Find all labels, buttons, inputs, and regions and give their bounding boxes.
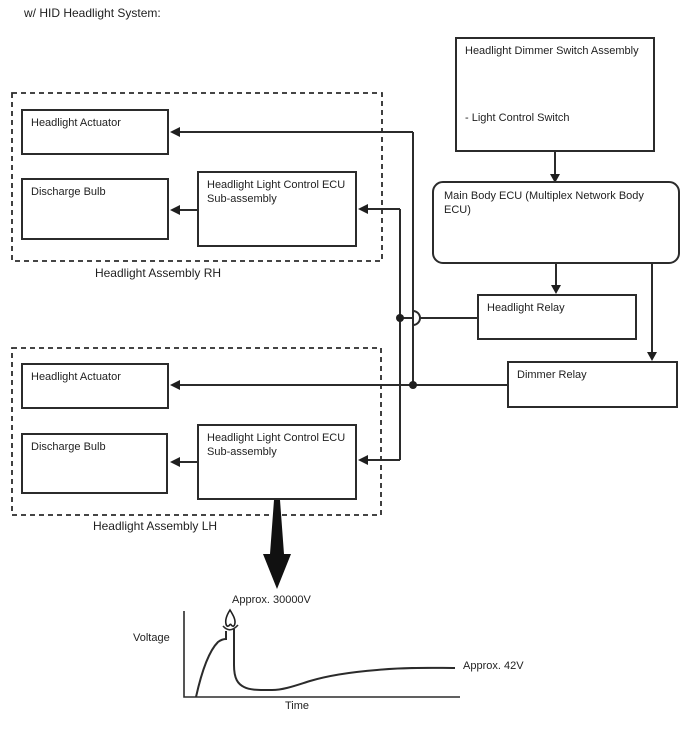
node-label: Headlight Actuator <box>31 371 121 383</box>
node-label: Discharge Bulb <box>31 186 106 198</box>
node-label: Headlight Dimmer Switch Assembly <box>465 45 639 57</box>
graph-x-axis-label: Time <box>284 700 310 712</box>
node-discharge-bulb-rh: Discharge Bulb <box>21 178 169 240</box>
node-discharge-bulb-lh: Discharge Bulb <box>21 433 168 494</box>
big-down-arrow <box>263 500 291 589</box>
assembly-rh-caption: Headlight Assembly RH <box>94 266 222 280</box>
assembly-lh-caption: Headlight Assembly LH <box>92 519 218 533</box>
node-label: Dimmer Relay <box>517 369 587 381</box>
voltage-curve <box>195 629 456 698</box>
node-label: Headlight Relay <box>487 302 565 314</box>
node-dimmer-relay: Dimmer Relay <box>507 361 678 408</box>
node-label: Headlight Light Control ECU Sub-assembly <box>207 179 346 206</box>
spike-break-icon <box>222 608 239 631</box>
wire-hop-arc <box>412 310 421 326</box>
graph-axes <box>183 611 460 698</box>
page-title: w/ HID Headlight System: <box>24 6 161 20</box>
node-headlight-actuator-lh: Headlight Actuator <box>21 363 169 409</box>
graph-steady-annotation: Approx. 42V <box>463 660 524 672</box>
light-control-switch-item: - Light Control Switch <box>465 112 570 124</box>
node-headlight-dimmer-switch-assembly: Headlight Dimmer Switch Assembly - Light… <box>455 37 655 152</box>
node-label: Headlight Light Control ECU Sub-assembly <box>207 432 346 459</box>
node-headlight-actuator-rh: Headlight Actuator <box>21 109 169 155</box>
node-label: Main Body ECU (Multiplex Network Body EC… <box>444 190 644 217</box>
graph-y-axis-label: Voltage <box>133 632 170 644</box>
graph-peak-annotation: Approx. 30000V <box>232 594 311 606</box>
node-light-control-ecu-lh: Headlight Light Control ECU Sub-assembly <box>197 424 357 500</box>
node-light-control-ecu-rh: Headlight Light Control ECU Sub-assembly <box>197 171 357 247</box>
junction-dots <box>396 314 417 389</box>
node-label: Discharge Bulb <box>31 441 106 453</box>
node-label: Headlight Actuator <box>31 117 121 129</box>
node-main-body-ecu: Main Body ECU (Multiplex Network Body EC… <box>432 181 680 264</box>
node-headlight-relay: Headlight Relay <box>477 294 637 340</box>
